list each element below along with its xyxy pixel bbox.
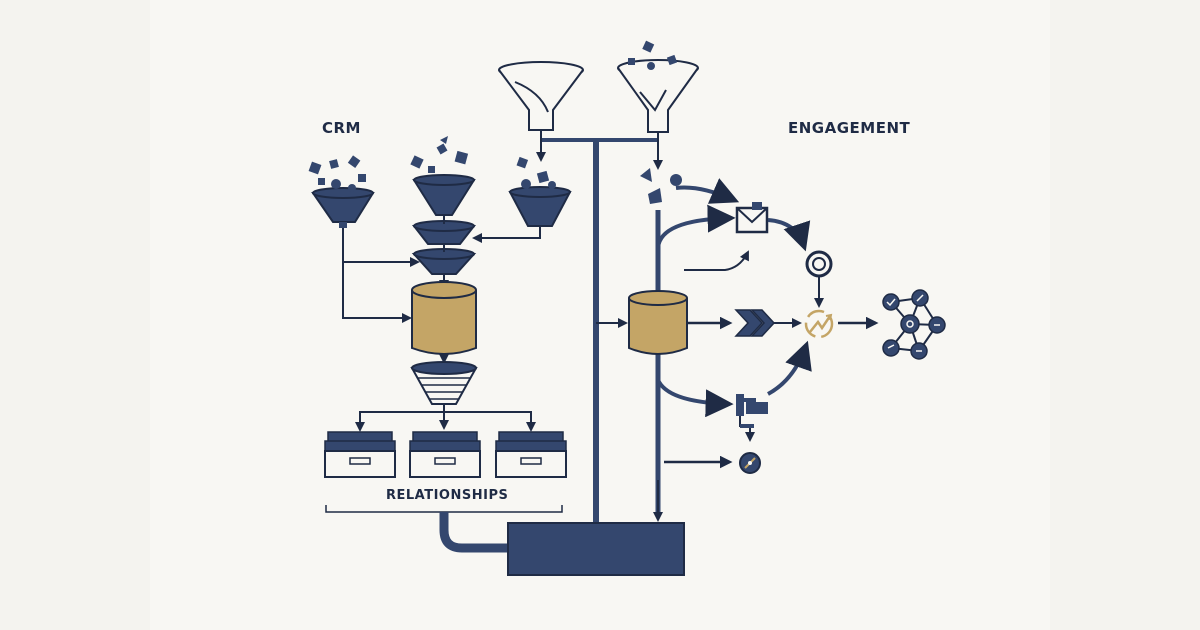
database-icon [628,290,688,355]
funnel-icon [411,220,477,245]
filter-funnel-icon [410,361,478,405]
funnel-icon [411,248,477,275]
cycle-icon [805,250,833,278]
chevron-arrow-icon [734,309,776,337]
funnel-icon [508,186,572,227]
inbox-tray-icon [495,431,567,478]
inbox-tray-icon [409,431,481,478]
database-icon [411,281,477,355]
data-particles [640,168,682,204]
data-particles [308,155,366,192]
envelope-icon [735,202,769,234]
engagement-label: ENGAGEMENT [788,119,911,137]
output-pipe [439,512,512,553]
compass-icon [739,452,761,474]
funnel-icon [617,59,699,133]
convergence-icon [804,309,834,339]
data-particles [516,156,556,189]
funnel-icon [311,187,375,228]
relationships-label: RELATIONSHIPS [386,488,508,503]
inbox-tray-icon [324,431,396,478]
output-block [507,522,685,576]
data-particles [410,136,469,173]
crm-label: CRM [322,119,361,137]
relationships-bracket [325,505,563,513]
funnel-icon [498,61,584,131]
gate-icon [736,394,768,416]
data-particles [628,40,678,70]
network-icon [882,289,946,360]
funnel-icon [412,174,476,216]
